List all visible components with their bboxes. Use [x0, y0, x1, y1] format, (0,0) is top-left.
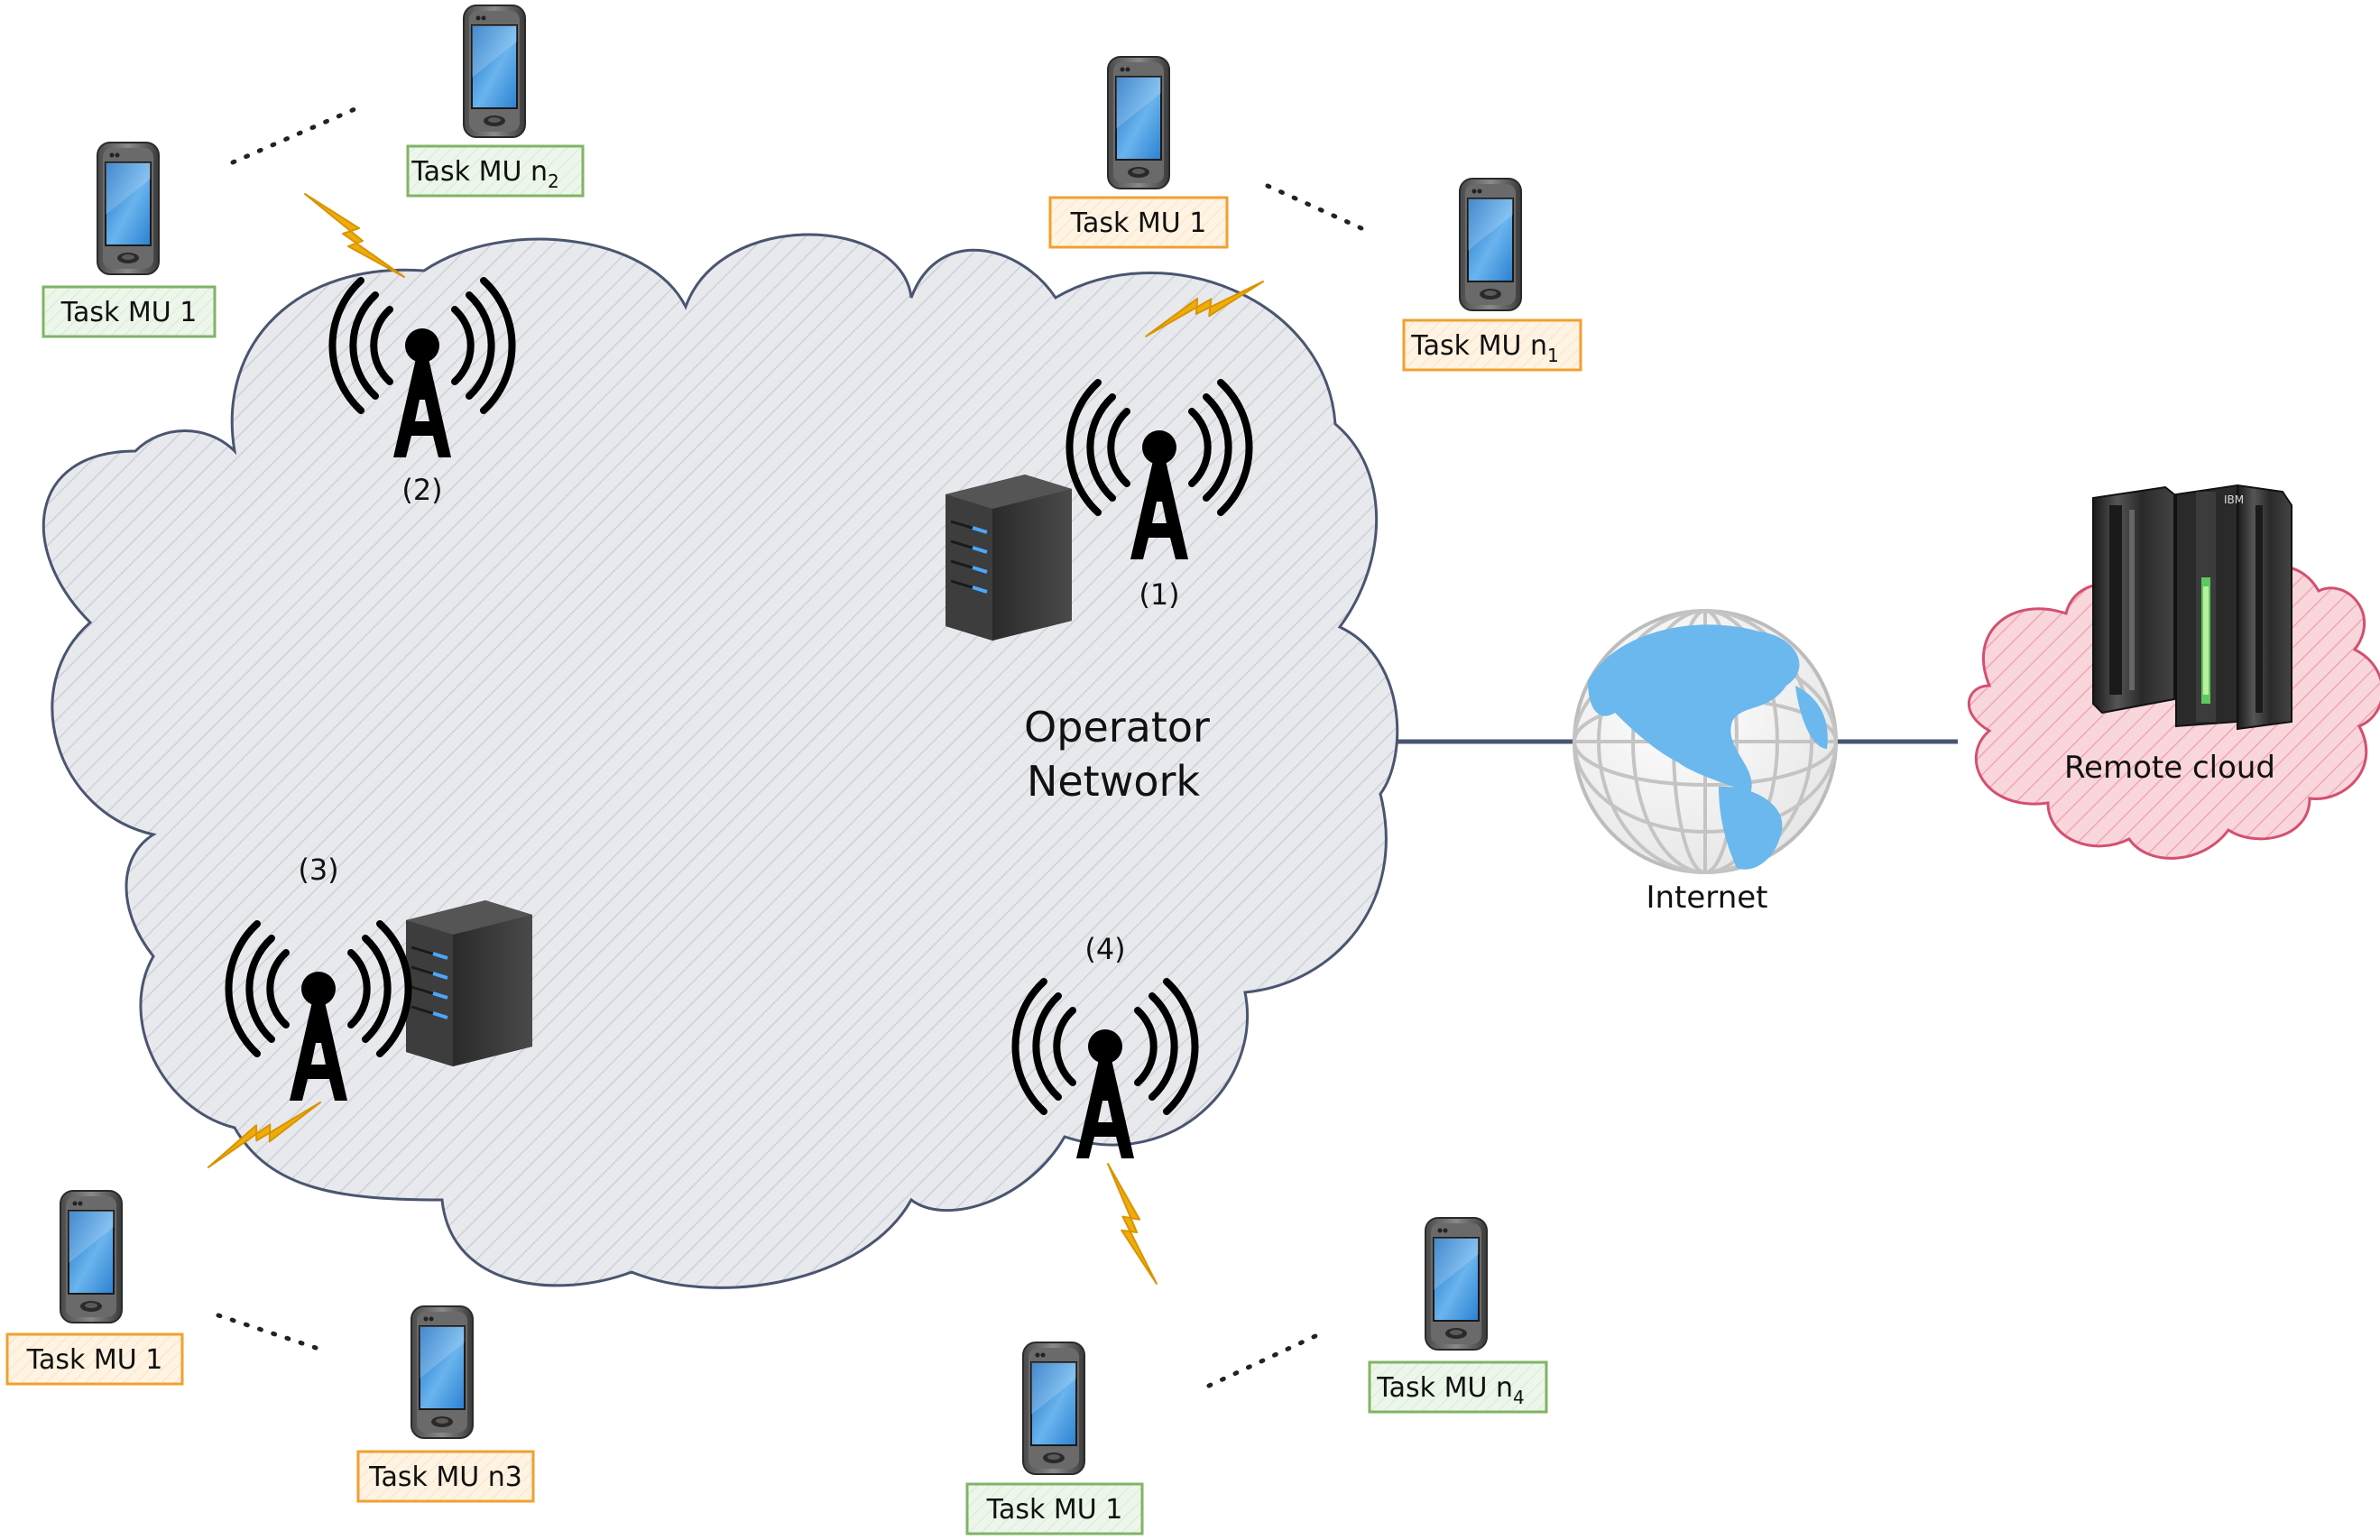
device-label-text: Task MU n — [1410, 330, 1547, 362]
device-label-box: Task MU n3 — [356, 1450, 535, 1503]
mobile-phone-icon — [97, 142, 160, 275]
tower-label-2: (2) — [401, 473, 442, 507]
device-label-box: Task MU n1 — [1402, 318, 1582, 372]
device-label-text: Task MU 1 — [26, 1344, 163, 1376]
device-label-box: Task MU 1 — [1048, 196, 1229, 249]
signal-bolt-icon-4 — [1067, 1163, 1197, 1285]
device-label-text: Task MU 1 — [60, 297, 198, 328]
device-label-box: Task MU 1 — [42, 285, 217, 338]
signal-bolt-icon-2 — [304, 193, 405, 278]
svg-text:Task MU n2: Task MU n2 — [411, 156, 558, 192]
mobile-phone-icon — [1459, 178, 1522, 311]
tower-label-4: (4) — [1084, 932, 1125, 966]
device-label-box: Task MU 1 — [965, 1482, 1144, 1535]
ellipsis-dots-4 — [1206, 1333, 1320, 1388]
device-label-text: Task MU 1 — [1070, 207, 1207, 239]
device-label-box: Task MU 1 — [5, 1333, 184, 1386]
ellipsis-dots-1 — [1265, 183, 1374, 235]
operator-network-label-line1: Operator — [1024, 703, 1210, 752]
mobile-phone-icon — [411, 1305, 474, 1439]
operator-network-label-line2: Network — [1027, 757, 1200, 806]
svg-text:Task MU n4: Task MU n4 — [1376, 1372, 1524, 1408]
device-label-text: Task MU n3 — [368, 1462, 522, 1493]
device-label-text: Task MU n — [1376, 1372, 1513, 1404]
ellipsis-dots-2 — [230, 104, 364, 165]
device-label-text: Task MU 1 — [986, 1494, 1123, 1526]
globe-icon — [1573, 609, 1838, 874]
tower-label-1: (1) — [1139, 577, 1179, 612]
mobile-phone-icon — [1107, 56, 1170, 189]
remote-cloud-label: Remote cloud — [2064, 750, 2275, 786]
remote-server-icon: IBM — [2092, 484, 2292, 731]
mobile-phone-icon — [463, 5, 526, 138]
internet-label: Internet — [1646, 880, 1767, 916]
device-label-subscript: 1 — [1547, 345, 1559, 366]
svg-text:Task MU n1: Task MU n1 — [1410, 330, 1558, 366]
device-label-subscript: 4 — [1513, 1387, 1525, 1408]
device-label-text: Task MU n — [411, 156, 548, 188]
device-label-box: Task MU n4 — [1368, 1360, 1548, 1414]
edge-server-icon-3 — [404, 899, 534, 1068]
tower-label-3: (3) — [298, 853, 338, 887]
mobile-phone-icon — [60, 1190, 123, 1323]
device-label-subscript: 2 — [548, 171, 559, 192]
mobile-phone-icon — [1425, 1217, 1488, 1351]
device-label-box: Task MU n2 — [406, 144, 585, 198]
ellipsis-dots-3 — [216, 1313, 318, 1351]
mobile-phone-icon — [1022, 1342, 1085, 1475]
edge-server-icon-1 — [944, 473, 1074, 642]
server-logo: IBM — [2224, 493, 2244, 506]
